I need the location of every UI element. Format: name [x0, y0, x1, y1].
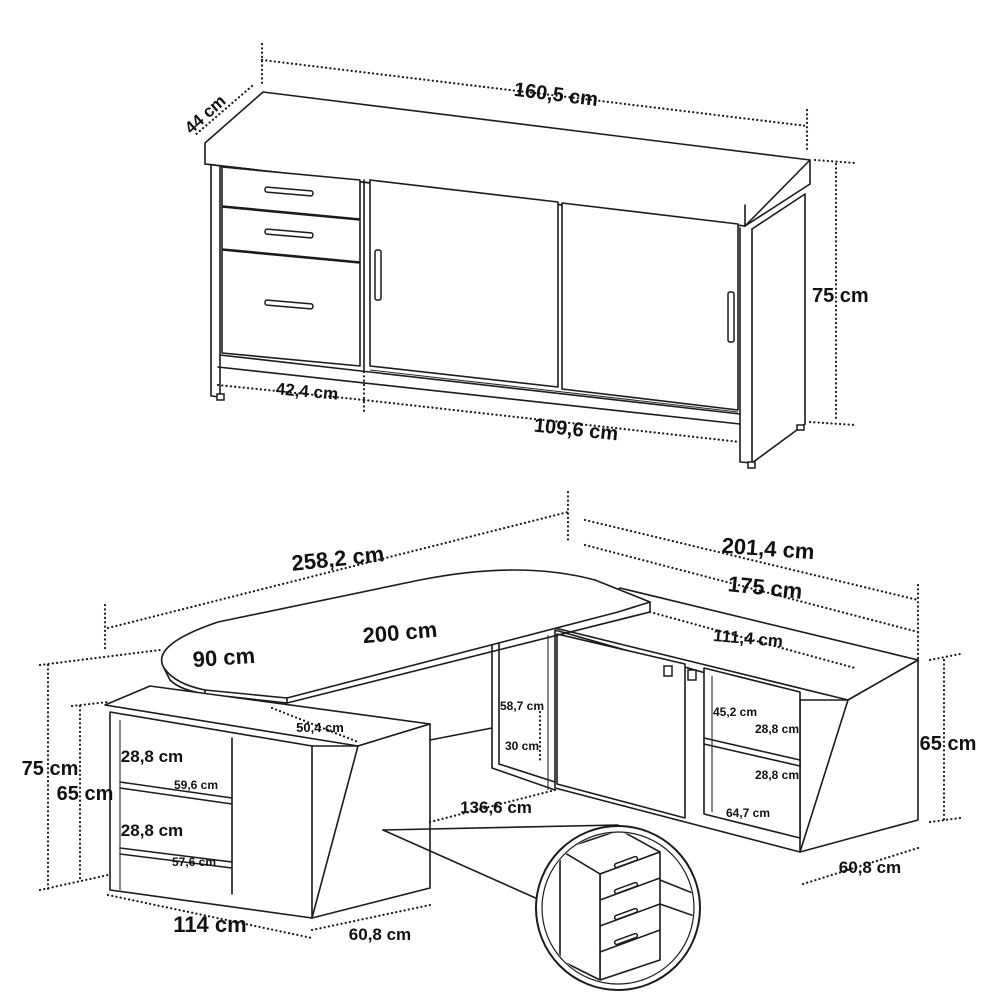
sliding-door-right: [561, 202, 739, 411]
door-knob-icon: [687, 669, 697, 681]
desk-return-length-label: 201,4 cm: [721, 533, 815, 564]
drawer-handle-icon: [613, 907, 639, 921]
door-handle-icon: [727, 291, 735, 343]
drawer-handle-icon: [613, 881, 639, 895]
sideboard-drawer-width-label: 42,4 cm: [275, 379, 339, 403]
detail-callout: [382, 824, 701, 991]
sideboard-drawing: [204, 91, 811, 469]
drawer-handle-icon: [264, 186, 314, 197]
sideboard-doors-width-label: 109,6 cm: [533, 415, 619, 446]
desk-total-height-label: 75 cm: [22, 758, 79, 780]
desk-cabinet-length-label: 175 cm: [727, 571, 804, 604]
return-cabinet-side: [799, 659, 919, 853]
right-shelf-height-1-label: 28,8 cm: [755, 722, 799, 736]
sideboard-top: [204, 91, 811, 227]
desk-drawing: [104, 569, 919, 919]
desk-left-cabinet-height-label: 65 cm: [57, 783, 114, 805]
sideboard-dimensions: [192, 42, 857, 444]
right-shelf-depth-label: 64,7 cm: [726, 806, 770, 820]
drawer-3: [221, 249, 361, 367]
desk-right-cabinet-height-label: 65 cm: [920, 733, 977, 755]
sliding-door-left: [369, 179, 559, 388]
left-shelf-depth-2-label: 57,6 cm: [172, 855, 216, 869]
desk-left-inner-depth-label: 50,4 cm: [296, 720, 344, 735]
desk-total-length-label: 258,2 cm: [290, 541, 385, 576]
return-cabinet-shelves: [703, 667, 801, 839]
desk-top-depth-label: 90 cm: [192, 643, 256, 672]
left-shelf-depth-1-label: 59,6 cm: [174, 778, 218, 792]
left-cabinet-width-label: 114 cm: [173, 912, 246, 937]
right-shelf-width-label: 45,2 cm: [713, 705, 757, 719]
door-knob-icon: [663, 665, 673, 677]
desk-labels: 258,2 cm 201,4 cm 175 cm 200 cm 90 cm 11…: [22, 533, 977, 944]
drawer-handle-icon: [264, 228, 314, 239]
drawer-detail: [559, 833, 693, 981]
right-shelf-height-2-label: 28,8 cm: [755, 768, 799, 782]
desk-rear-opening-clearance-label: 30 cm: [505, 739, 539, 753]
left-pedestal-front: [109, 711, 313, 919]
drawer-handle-icon: [613, 855, 639, 869]
left-shelf-height-1-label: 28,8 cm: [121, 747, 183, 766]
left-shelf-height-2-label: 28,8 cm: [121, 821, 183, 840]
left-cabinet-depth-label: 60,8 cm: [349, 925, 411, 944]
drawer-handle-icon: [613, 932, 639, 946]
left-pedestal-side: [311, 723, 431, 919]
right-cabinet-depth-label: 60,8 cm: [839, 858, 901, 877]
door-handle-icon: [374, 249, 382, 301]
desk-top: [160, 569, 651, 699]
drawer-handle-icon: [264, 299, 314, 310]
desk-knee-width-label: 136,6 cm: [460, 798, 532, 817]
sideboard-width-label: 160,5 cm: [513, 79, 600, 111]
desk-rear-opening-height-label: 58,7 cm: [500, 699, 544, 713]
sideboard-height-label: 75 cm: [812, 285, 869, 307]
return-cabinet-door: [556, 633, 686, 819]
desk-dimensions: [38, 490, 962, 940]
